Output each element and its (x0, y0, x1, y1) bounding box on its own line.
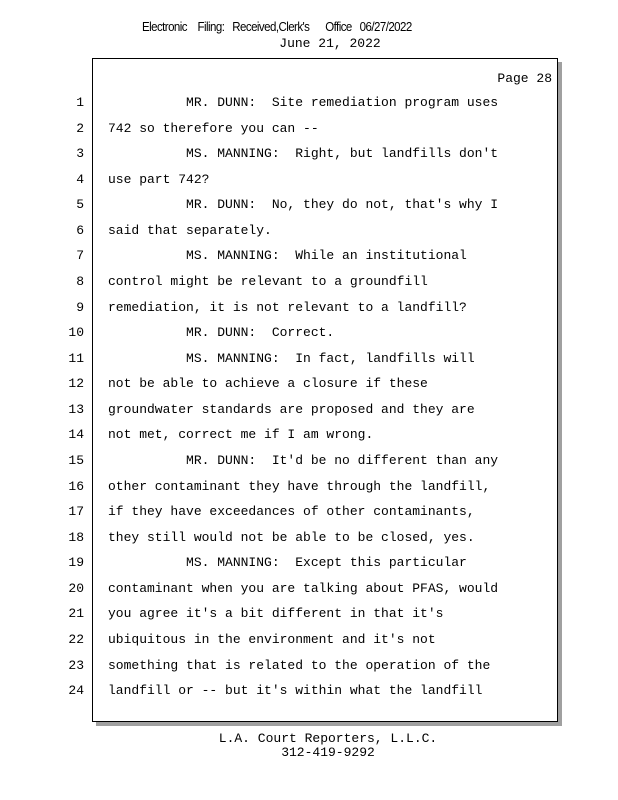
transcript-line: other contaminant they have through the … (108, 478, 491, 494)
transcript-line: MS. MANNING: In fact, landfills will (108, 350, 475, 366)
transcript-line: MS. MANNING: While an institutional (108, 248, 467, 264)
reporter-company: L.A. Court Reporters, L.L.C. (218, 731, 438, 746)
line-number: 21 (68, 606, 84, 622)
line-number: 8 (76, 273, 84, 289)
transcript-line: MR. DUNN: Correct. (108, 325, 335, 341)
transcript-frame (92, 58, 558, 722)
transcript-line: remediation, it is not relevant to a lan… (108, 299, 467, 315)
line-number: 5 (76, 197, 84, 213)
transcript-date: June 21, 2022 (279, 36, 381, 51)
line-number: 13 (68, 401, 84, 417)
line-number: 23 (68, 657, 84, 673)
transcript-line: not be able to achieve a closure if thes… (108, 376, 428, 392)
line-number: 18 (68, 529, 84, 545)
transcript-line: said that separately. (108, 222, 272, 238)
line-number: 12 (68, 376, 84, 392)
line-number: 17 (68, 504, 84, 520)
line-number: 19 (68, 555, 84, 571)
transcript-line: use part 742? (108, 171, 210, 187)
line-number: 9 (76, 299, 84, 315)
transcript-line: MR. DUNN: Site remediation program uses (108, 95, 499, 110)
line-number: 2 (76, 120, 84, 136)
transcript-line: 742 so therefore you can -- (108, 120, 319, 136)
reporter-phone: 312-419-9292 (281, 745, 375, 760)
line-number: 7 (76, 248, 84, 264)
transcript-line: if they have exceedances of other contam… (108, 504, 475, 520)
page-number: Page 28 (497, 71, 552, 86)
transcript-line: contaminant when you are talking about P… (108, 580, 499, 596)
line-number: 10 (68, 325, 84, 341)
line-number: 6 (76, 222, 84, 238)
transcript-line: landfill or -- but it's within what the … (108, 683, 483, 699)
line-number: 4 (76, 171, 84, 187)
transcript-line: they still would not be able to be close… (108, 529, 475, 545)
transcript-line: something that is related to the operati… (108, 657, 491, 673)
transcript-line: MS. MANNING: Right, but landfills don't (108, 146, 499, 162)
transcript-line: you agree it's a bit different in that i… (108, 606, 444, 622)
line-number: 24 (68, 683, 84, 699)
transcript-line: MR. DUNN: No, they do not, that's why I (108, 197, 499, 213)
line-number: 3 (76, 146, 84, 162)
transcript-line: ubiquitous in the environment and it's n… (108, 631, 436, 647)
line-number: 11 (68, 350, 84, 366)
filing-stamp: Electronic Filing: Received,Clerk's Offi… (142, 20, 412, 34)
transcript-line: control might be relevant to a groundfil… (108, 273, 428, 289)
transcript-line: MR. DUNN: It'd be no different than any (108, 452, 499, 468)
line-number: 15 (68, 452, 84, 468)
transcript-line: MS. MANNING: Except this particular (108, 555, 467, 571)
line-number: 20 (68, 580, 84, 596)
line-number: 22 (68, 631, 84, 647)
line-number: 1 (76, 95, 84, 110)
transcript-line: groundwater standards are proposed and t… (108, 401, 475, 417)
line-number: 16 (68, 478, 84, 494)
footer: L.A. Court Reporters, L.L.C. 312-419-929… (0, 732, 618, 760)
line-number: 14 (68, 427, 84, 443)
transcript-line: not met, correct me if I am wrong. (108, 427, 374, 443)
